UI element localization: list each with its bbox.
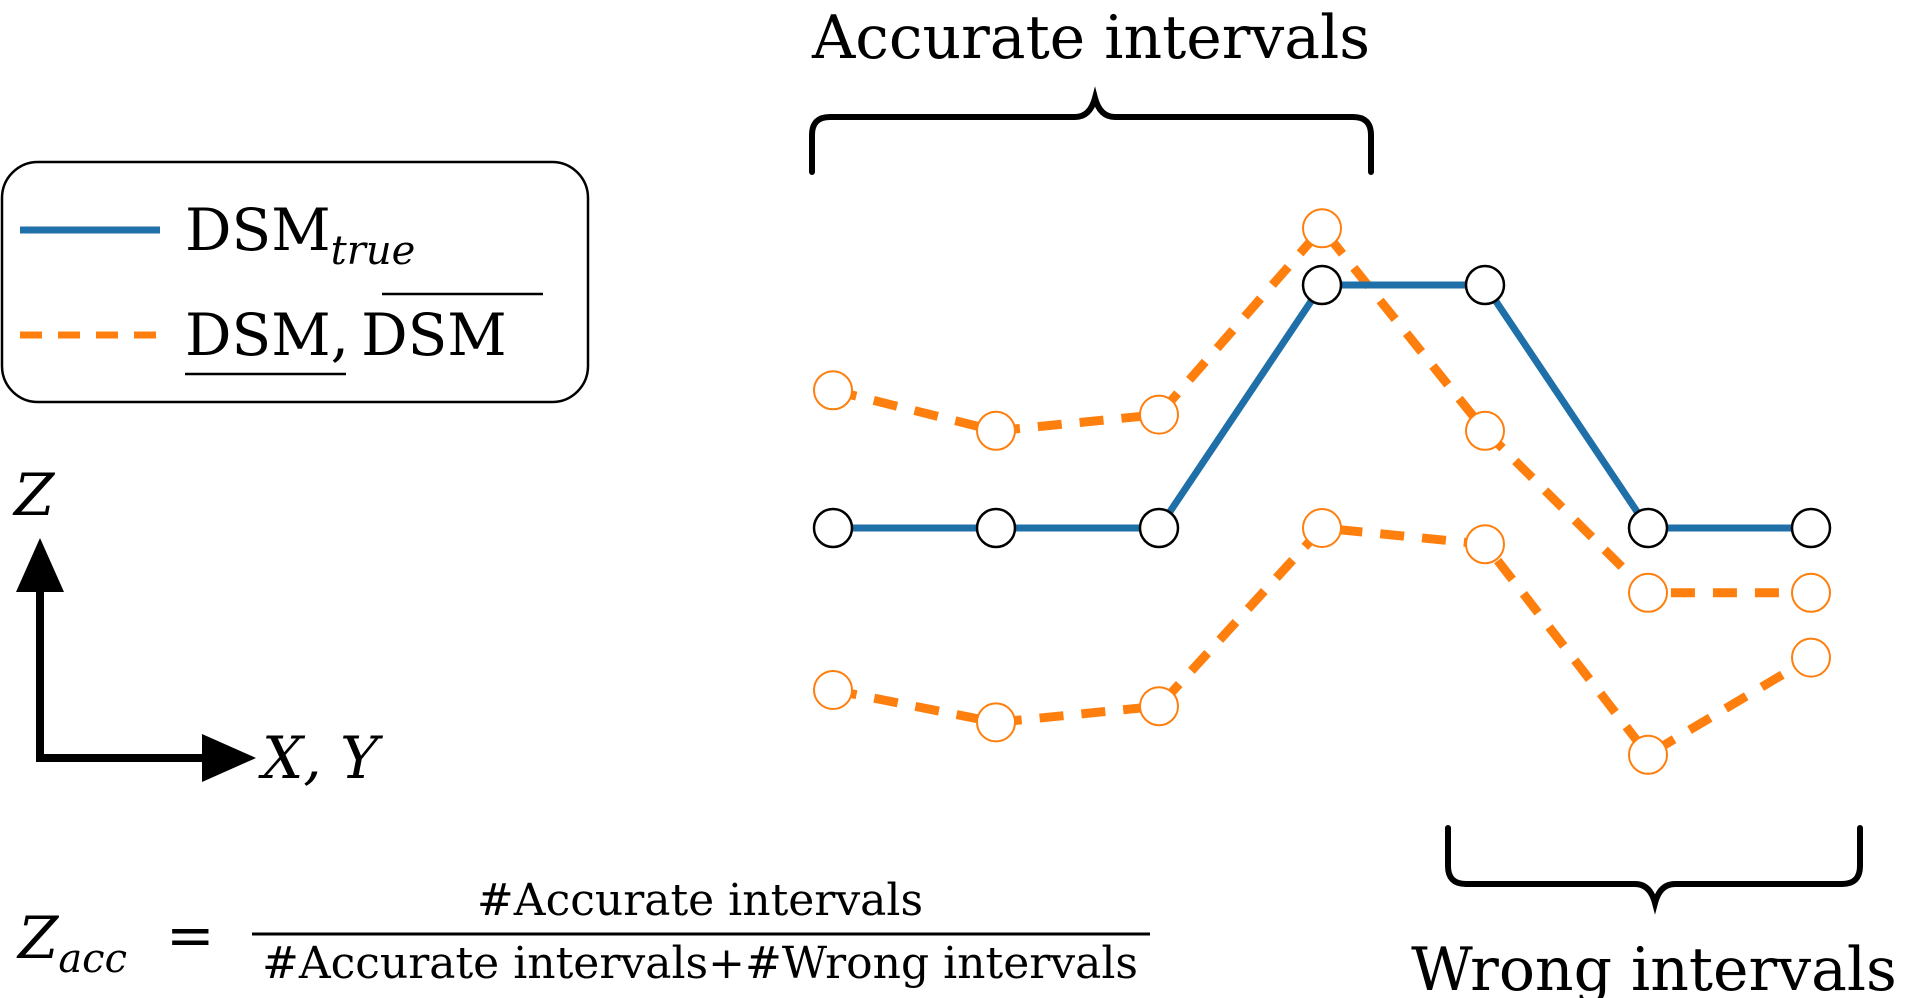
dsm-upper-point (1139, 394, 1179, 435)
xy-axis-label: X, Y (258, 724, 383, 792)
z-arrowhead-icon (16, 538, 64, 592)
dsm-lower-point (1302, 508, 1342, 548)
zacc-formula: Zacc = #Accurate intervals #Accurate int… (16, 875, 1150, 989)
dsm-true-point (1464, 264, 1506, 306)
dsm-plot (812, 208, 1832, 775)
z-axis-label: Z (12, 461, 56, 529)
dsm-upper-point (1791, 572, 1831, 613)
legend-frame (0, 160, 590, 404)
wrong-brace (1445, 825, 1863, 915)
axis-indicator: Z X, Y (12, 461, 383, 792)
accurate-brace-group: Accurate intervals (809, 3, 1374, 175)
legend-true-label: DSMtrue (185, 196, 415, 274)
dsm-lower-point (1139, 686, 1179, 727)
formula-lhs: Zacc (16, 904, 127, 982)
dsm-true-point (1790, 507, 1832, 549)
legend: DSMtrue DSM,DSM (0, 160, 590, 404)
dsm-lower-point (1628, 734, 1668, 775)
dsm-true-point (1138, 507, 1180, 549)
accurate-brace (809, 86, 1374, 175)
dsm-lower-point (1465, 524, 1505, 565)
dsm-true-point (812, 507, 854, 549)
formula-numerator: #Accurate intervals (477, 875, 923, 926)
dsm-true-line (833, 281, 1811, 532)
wrong-brace-group: Wrong intervals (1411, 825, 1897, 998)
formula-denominator: #Accurate intervals+#Wrong intervals (262, 938, 1138, 989)
dsm-true-point (975, 507, 1017, 549)
dsm-lower-point (813, 670, 853, 710)
wrong-intervals-label: Wrong intervals (1411, 935, 1897, 998)
dsm-true-point (1301, 264, 1343, 306)
dsm-upper-point (813, 370, 853, 411)
accurate-intervals-label: Accurate intervals (811, 3, 1370, 73)
legend-bounds-label: DSM,DSM (185, 301, 507, 369)
dsm-true-point (1627, 507, 1669, 549)
dsm-lower-point (1791, 637, 1831, 678)
dsm-lower-point (976, 702, 1016, 743)
dsm-upper-point (1302, 208, 1342, 249)
dsm-upper-point (1628, 572, 1668, 613)
xy-arrowhead-icon (202, 734, 256, 782)
dsm-upper-point (1465, 410, 1505, 451)
dsm-upper-point (976, 410, 1016, 451)
formula-equals: = (166, 901, 215, 969)
